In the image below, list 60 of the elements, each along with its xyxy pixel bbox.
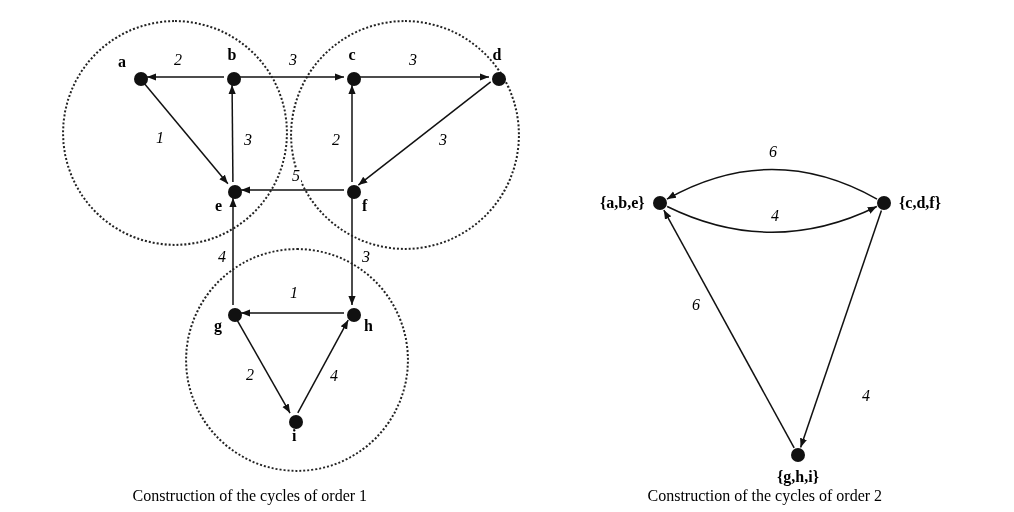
vertex-dot [289, 415, 303, 429]
vertex-label: e [215, 198, 223, 214]
vertex-dot [227, 72, 241, 86]
arrow [239, 73, 345, 81]
vertex-dot [228, 308, 242, 322]
arrow [240, 186, 345, 194]
edge-label: 3 [408, 52, 418, 68]
vertex-dot [347, 185, 361, 199]
arrow [666, 205, 878, 233]
edge-label: 6 [691, 297, 701, 313]
vertex-label: {g,h,i} [777, 469, 819, 485]
edge-label: 5 [291, 168, 301, 184]
arrow [357, 81, 492, 186]
edge-label: 3 [361, 249, 371, 265]
arrow [348, 197, 356, 306]
vertex-label: d [492, 47, 502, 63]
vertex-label: c [348, 47, 356, 63]
vertex-dot [134, 72, 148, 86]
vertex-dot [877, 196, 891, 210]
caption: Construction of the cycles of order 2 [647, 488, 883, 504]
vertex-label: b [227, 47, 237, 63]
arrow [663, 209, 795, 449]
arrow [359, 73, 490, 81]
edge-label: 3 [288, 52, 298, 68]
vertex-label: {a,b,e} [600, 195, 645, 211]
vertex-label: g [214, 318, 222, 334]
vertex-dot [228, 185, 242, 199]
vertex-dot [791, 448, 805, 462]
vertex-label: h [364, 318, 373, 334]
arrow [240, 309, 345, 317]
edge-label: 2 [331, 132, 341, 148]
arrow [143, 82, 229, 185]
edge-label: 3 [438, 132, 448, 148]
vertex-label: a [118, 54, 126, 70]
edge-label: 3 [243, 132, 253, 148]
edge-label: 4 [217, 249, 227, 265]
edge-label: 4 [861, 388, 871, 404]
arrow [229, 197, 237, 306]
edge-label: 1 [155, 130, 165, 146]
edge-label: 6 [768, 144, 778, 160]
edge-label: 2 [173, 52, 183, 68]
arrow [236, 319, 291, 414]
vertex-dot [347, 72, 361, 86]
arrow [799, 209, 883, 449]
edge-label: 1 [289, 285, 299, 301]
edge-label: 4 [329, 368, 339, 384]
arrow [348, 84, 356, 183]
vertex-label: f [362, 198, 368, 214]
caption: Construction of the cycles of order 1 [132, 488, 368, 504]
arrow [228, 84, 236, 183]
vertex-dot [492, 72, 506, 86]
edge-label: 2 [245, 367, 255, 383]
edge-label: 4 [770, 208, 780, 224]
vertex-dot [347, 308, 361, 322]
arrow [297, 319, 349, 414]
vertex-label: i [292, 428, 297, 444]
arrow [666, 168, 878, 200]
vertex-label: {c,d,f} [899, 195, 941, 211]
vertex-dot [653, 196, 667, 210]
arrow [146, 73, 225, 81]
